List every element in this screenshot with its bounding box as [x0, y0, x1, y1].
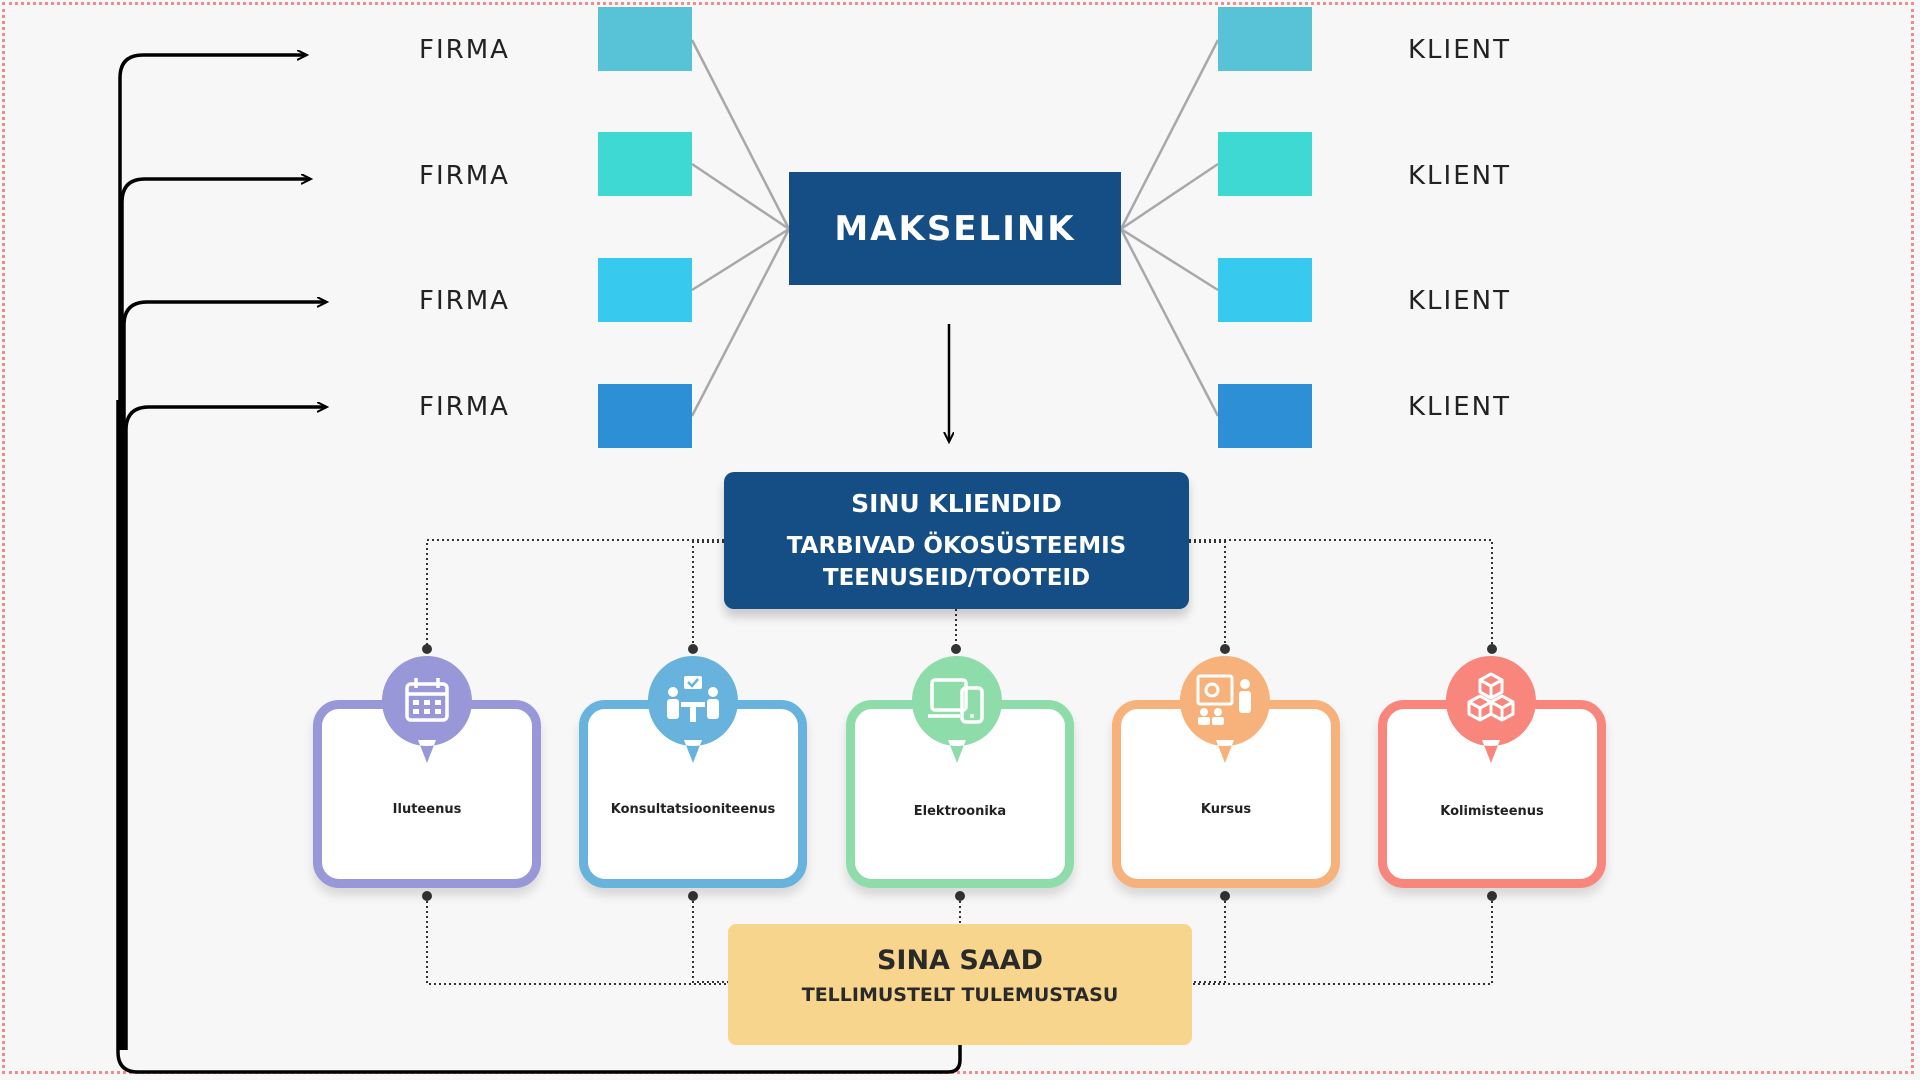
- result-subtitle: TELLIMUSTELT TULEMUSTASU: [801, 984, 1119, 1006]
- firma-label-4: FIRMA: [419, 392, 510, 422]
- makselink-box: MAKSELINK: [789, 172, 1121, 285]
- firma-label-1: FIRMA: [419, 35, 510, 65]
- firma-square-1: [598, 7, 692, 71]
- boxes-icon: [1444, 654, 1538, 764]
- klient-label-2: KLIENT: [1408, 161, 1511, 191]
- meeting-icon: [646, 654, 740, 764]
- service-label: Kolimisteenus: [1440, 804, 1544, 819]
- result-title: SINA SAAD: [876, 945, 1044, 976]
- firma-square-2: [598, 132, 692, 196]
- service-card-kursus: Kursus: [1112, 700, 1340, 888]
- klient-square-2: [1218, 132, 1312, 196]
- sinu-kliendid-box: SINU KLIENDID TARBIVAD ÖKOSÜSTEEMIS TEEN…: [724, 472, 1189, 609]
- firma-square-3: [598, 258, 692, 322]
- devices-icon: [910, 654, 1004, 764]
- firma-label-3: FIRMA: [419, 286, 510, 316]
- klient-label-4: KLIENT: [1408, 392, 1511, 422]
- klient-square-3: [1218, 258, 1312, 322]
- service-label: Elektroonika: [913, 804, 1007, 819]
- clients-title: SINU KLIENDID: [851, 489, 1062, 518]
- klient-label-1: KLIENT: [1408, 35, 1511, 65]
- klient-label-3: KLIENT: [1408, 286, 1511, 316]
- service-label: Konsultatsiooniteenus: [610, 802, 776, 817]
- presentation-icon: [1178, 654, 1272, 764]
- firma-square-4: [598, 384, 692, 448]
- klient-square-4: [1218, 384, 1312, 448]
- clients-line-1: TARBIVAD ÖKOSÜSTEEMIS: [786, 533, 1127, 559]
- calendar-icon: [380, 654, 474, 764]
- firma-label-2: FIRMA: [419, 161, 510, 191]
- service-label: Iluteenus: [392, 802, 462, 817]
- service-label: Kursus: [1200, 802, 1252, 817]
- klient-square-1: [1218, 7, 1312, 71]
- sina-saad-box: SINA SAAD TELLIMUSTELT TULEMUSTASU: [728, 924, 1192, 1045]
- clients-line-2: TEENUSEID/TOOTEID: [822, 565, 1091, 591]
